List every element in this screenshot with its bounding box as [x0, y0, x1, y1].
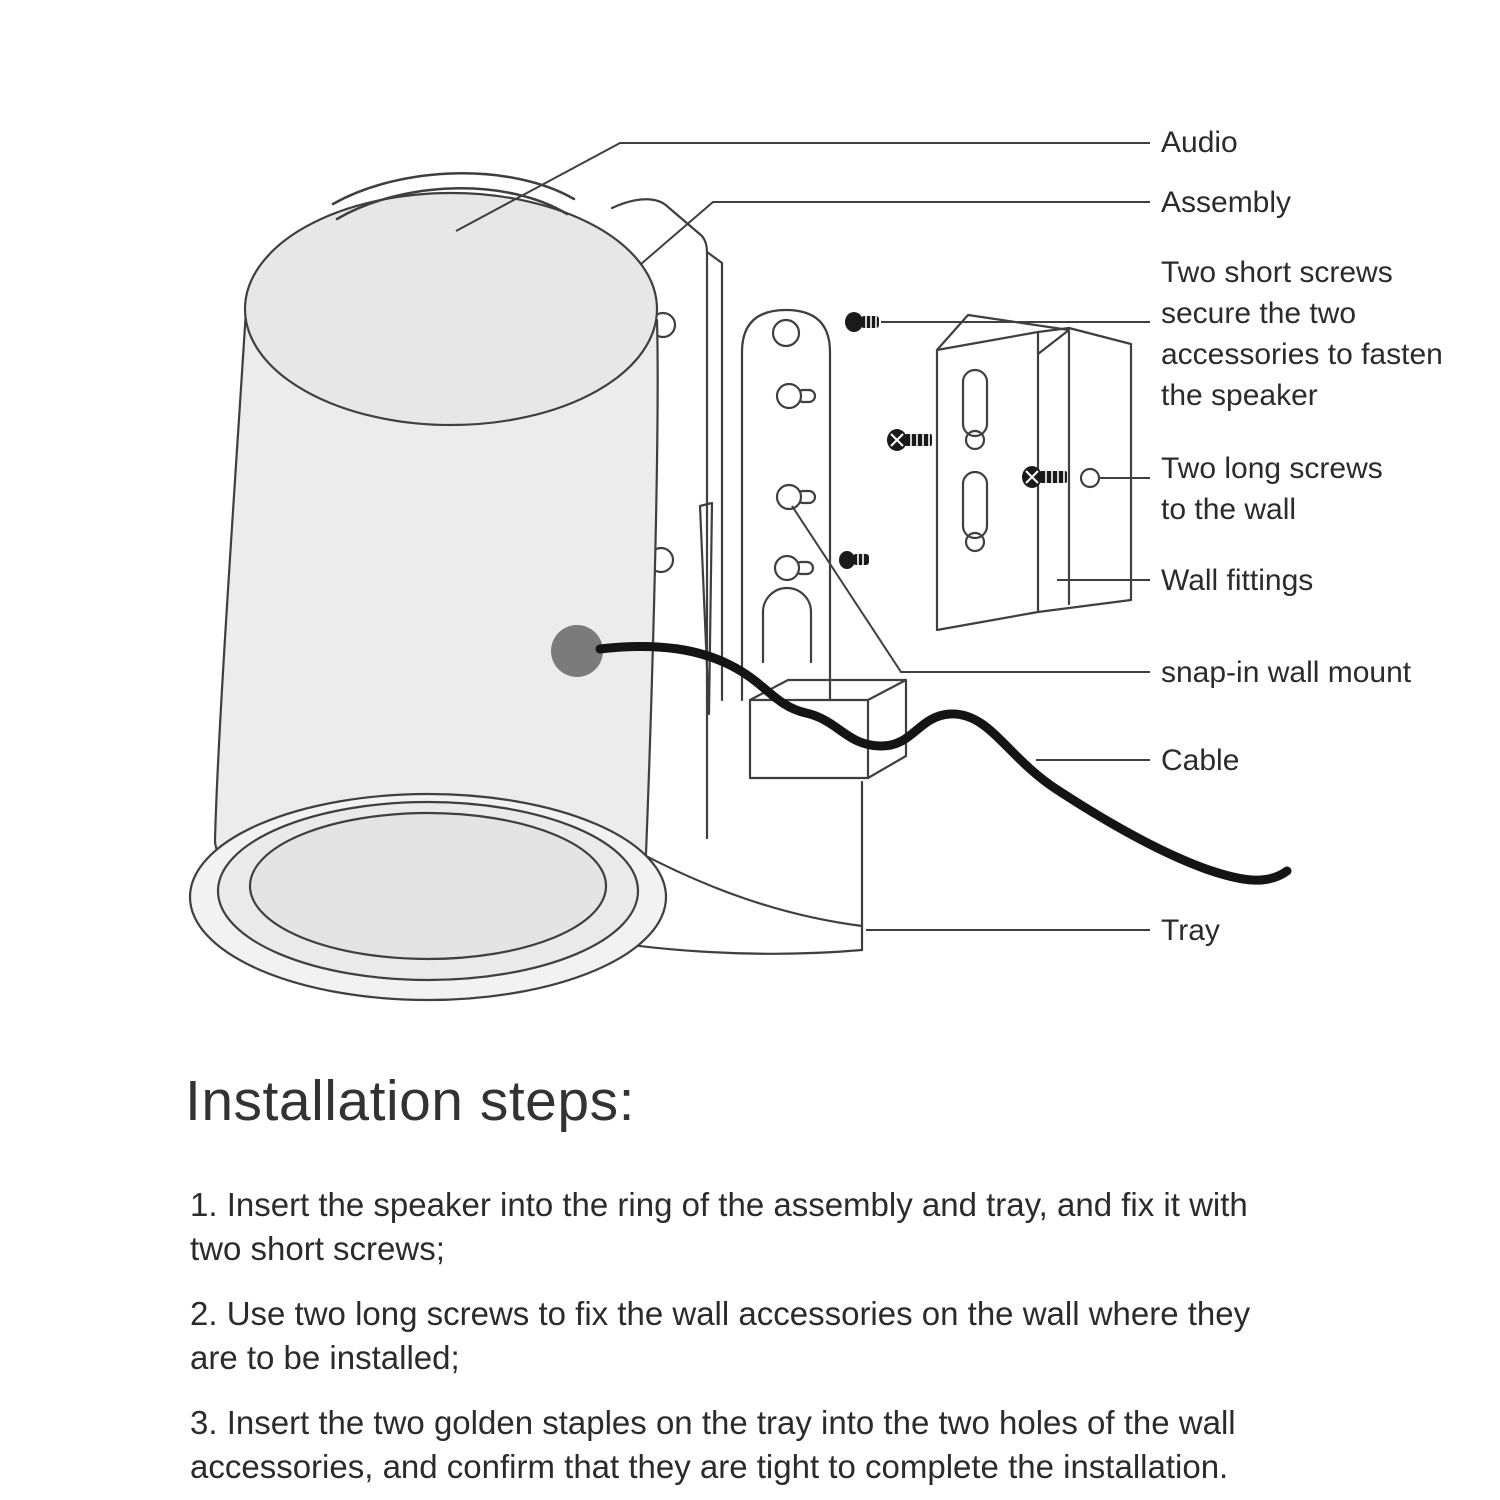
wall-mount-plate — [740, 308, 908, 780]
label-tray: Tray — [1161, 914, 1220, 947]
installation-step-3: 3. Insert the two golden staples on the … — [190, 1404, 1236, 1485]
label-audio: Audio — [1161, 126, 1238, 159]
short-screw-icon — [839, 551, 869, 569]
speaker — [188, 172, 668, 1002]
short-screw-icon — [845, 312, 879, 332]
label-wall-fittings: Wall fittings — [1161, 564, 1314, 597]
installation-steps-heading: Installation steps: — [185, 1069, 635, 1133]
label-snap-in-wall-mount: snap-in wall mount — [1161, 656, 1412, 689]
label-short-screws: Two short screws secure the two accessor… — [1161, 256, 1443, 412]
label-cable: Cable — [1161, 744, 1240, 777]
installation-step-1: 1. Insert the speaker into the ring of t… — [190, 1186, 1248, 1267]
leader-lines — [455, 142, 1150, 931]
screws — [839, 312, 1067, 569]
label-long-screws: Two long screws to the wall — [1161, 452, 1383, 526]
label-assembly: Assembly — [1161, 186, 1292, 219]
installation-steps: 1. Insert the speaker into the ring of t… — [190, 1183, 1490, 1500]
long-screw-icon — [1022, 466, 1067, 488]
long-screw-icon — [887, 429, 932, 451]
wall-fittings — [935, 313, 1133, 632]
cable-part — [551, 625, 1292, 885]
installation-diagram — [188, 142, 1292, 1002]
installation-step-2: 2. Use two long screws to fix the wall a… — [190, 1295, 1251, 1376]
